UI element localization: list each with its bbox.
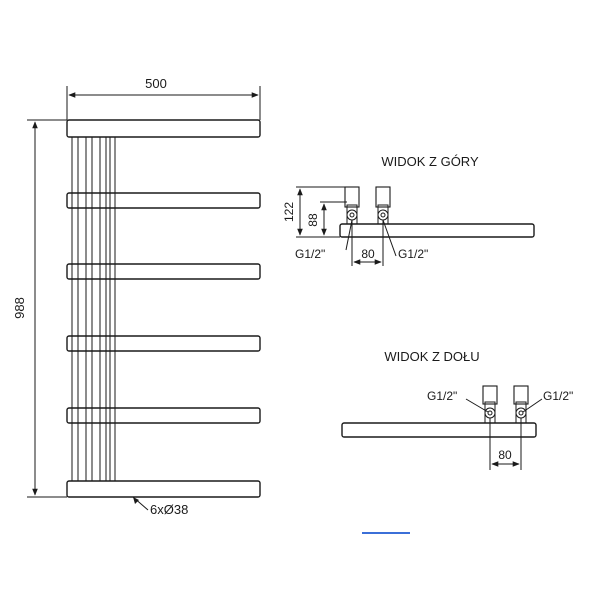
top-view-title: WIDOK Z GÓRY <box>381 154 479 169</box>
bottom-view: WIDOK Z DOŁU 80 G1/2" <box>341 349 573 470</box>
bar-4 <box>66 335 261 352</box>
bars-label: 6xØ38 <box>150 502 188 517</box>
width-dimension: 500 <box>66 76 261 120</box>
top-spacing-dim: 80 <box>351 220 384 266</box>
blue-underline-mark <box>362 532 410 534</box>
top-view: WIDOK Z GÓRY 122 88 <box>282 154 535 266</box>
bar-1 <box>66 119 261 138</box>
top-left-connector <box>344 186 360 225</box>
top-spacing-text: 80 <box>361 247 375 261</box>
width-dim-text: 500 <box>145 76 167 91</box>
top-vertical-dims: 122 88 <box>282 186 347 238</box>
bottom-conn-left-label: G1/2" <box>427 389 457 403</box>
front-view: 500 988 6xØ38 <box>12 76 261 517</box>
horizontal-bars <box>66 119 261 498</box>
top-view-bar <box>339 223 535 238</box>
top-conn-right-label: G1/2" <box>398 247 428 261</box>
bottom-view-bar <box>341 422 537 438</box>
bottom-connector-labels: G1/2" G1/2" <box>427 389 573 413</box>
dim-88-text: 88 <box>306 213 320 227</box>
vertical-posts <box>71 136 116 482</box>
top-right-connector <box>375 186 391 225</box>
bottom-spacing-text: 80 <box>498 448 512 462</box>
bottom-conn-right-label: G1/2" <box>543 389 573 403</box>
bar-6 <box>66 480 261 498</box>
bottom-left-connector <box>482 385 498 424</box>
bottom-view-title: WIDOK Z DOŁU <box>384 349 479 364</box>
bar-3 <box>66 263 261 280</box>
bottom-spacing-dim: 80 <box>489 418 522 470</box>
bar-2 <box>66 192 261 209</box>
top-connector-labels: G1/2" G1/2" <box>295 219 428 261</box>
dim-122-text: 122 <box>282 202 296 222</box>
height-dimension: 988 <box>12 119 67 498</box>
bars-callout: 6xØ38 <box>132 496 188 517</box>
bottom-right-connector <box>513 385 529 424</box>
top-conn-left-label: G1/2" <box>295 247 325 261</box>
height-dim-text: 988 <box>12 297 27 319</box>
bar-5 <box>66 407 261 424</box>
